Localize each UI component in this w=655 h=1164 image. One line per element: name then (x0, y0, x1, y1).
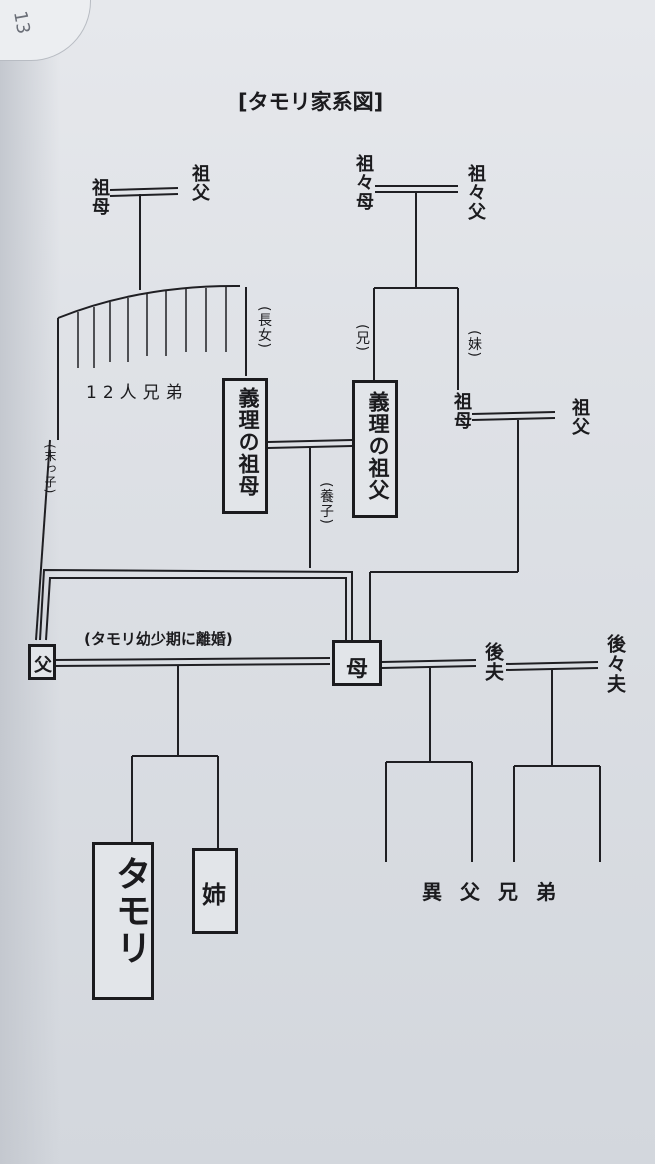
label-great-great-grandmother: 祖々母 (353, 154, 374, 211)
diagram-title: [タモリ家系図] (238, 90, 384, 114)
label-sister: 姉 (202, 881, 226, 909)
label-great-great-grandfather: 祖々父 (465, 164, 486, 221)
box-step-grandmother: 義理の祖母 (222, 378, 268, 514)
label-step-grandmother: 義理の祖母 (236, 387, 260, 497)
box-tamori: タモリ (92, 842, 154, 1000)
box-mother: 母 (332, 640, 382, 686)
box-step-grandfather: 義理の祖父 (352, 380, 398, 518)
box-sister: 姉 (192, 848, 238, 934)
label-grandfather-right: 祖父 (569, 398, 590, 436)
label-twelve-siblings: 12人兄弟 (86, 383, 189, 403)
label-younger-sister: (妹) (466, 330, 482, 358)
label-eldest-daughter: (長女) (256, 306, 272, 349)
label-divorce-note: (タモリ幼少期に離婚) (84, 630, 233, 648)
label-youngest-child: (末っ子) (43, 444, 57, 495)
label-half-siblings: 異父兄弟 (422, 880, 574, 904)
box-father: 父 (28, 644, 56, 680)
label-grandmother-left: 祖母 (89, 178, 110, 216)
label-step-grandfather: 義理の祖父 (366, 391, 390, 501)
label-grandmother-right: 祖母 (451, 392, 472, 430)
label-third-husband: 後々夫 (604, 634, 626, 694)
label-tamori: タモリ (110, 855, 151, 966)
label-elder-brother: (兄) (354, 324, 370, 352)
label-second-husband: 後夫 (482, 642, 504, 682)
label-adopted: (養子) (318, 482, 334, 525)
label-mother: 母 (346, 657, 369, 682)
label-grandfather-left: 祖父 (189, 164, 210, 202)
label-father: 父 (34, 655, 52, 676)
